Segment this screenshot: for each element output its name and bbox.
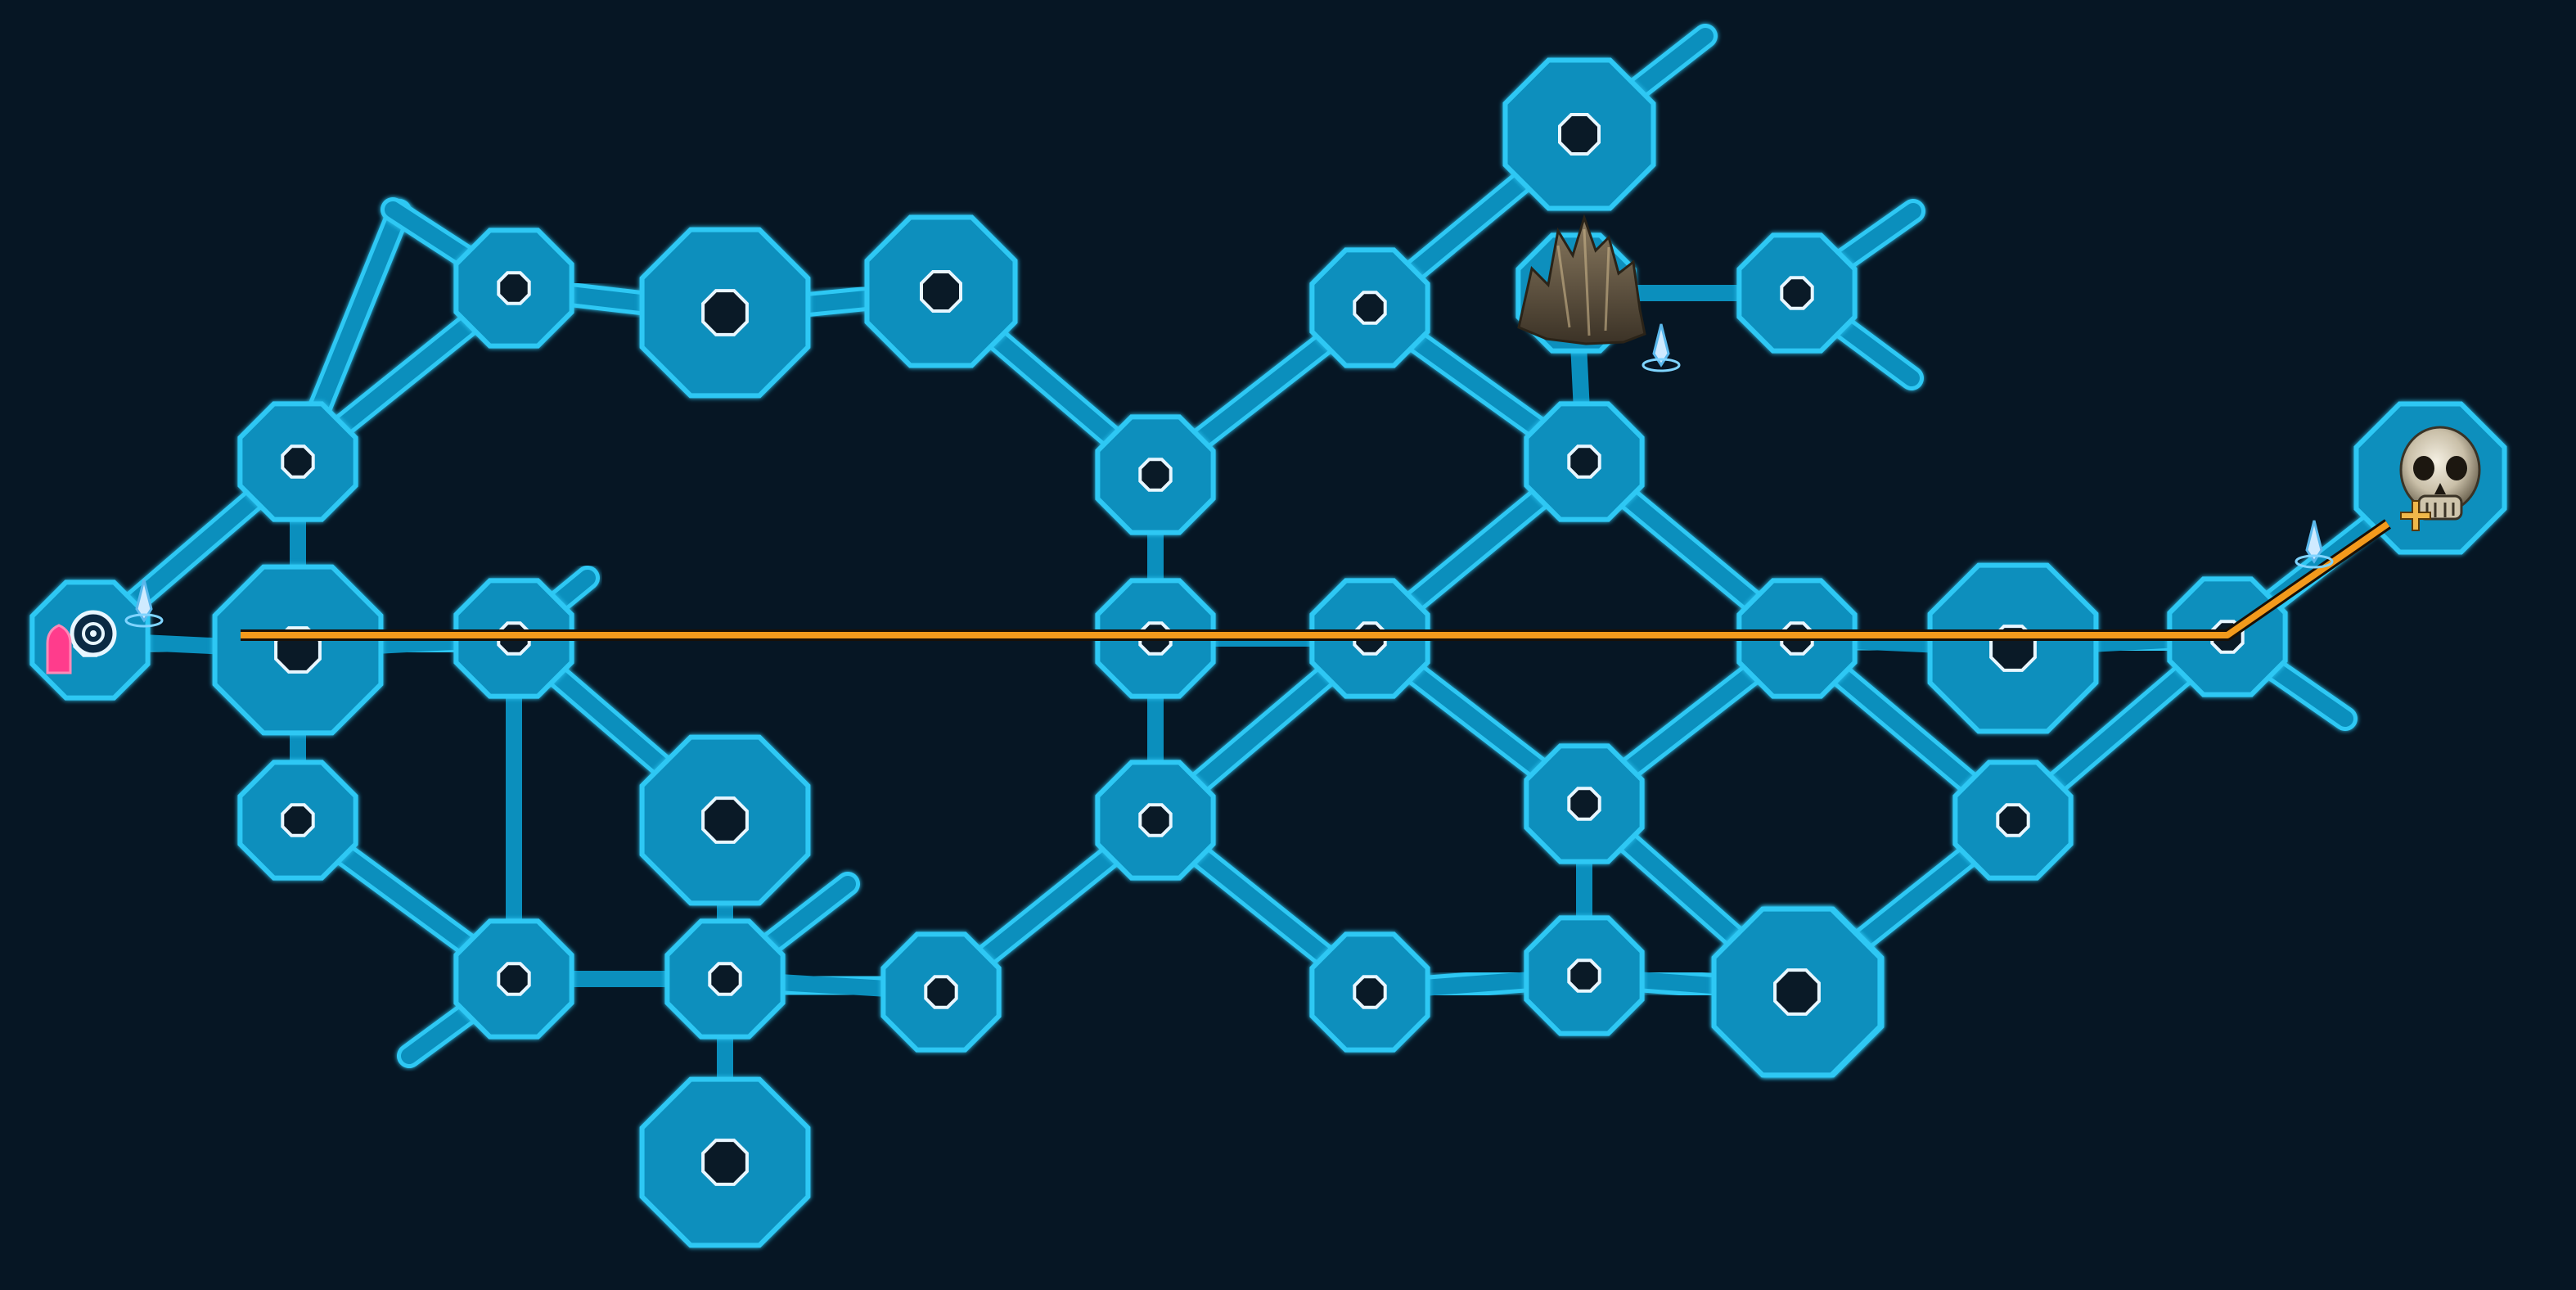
room-core [281, 803, 315, 837]
map-room[interactable] [639, 734, 811, 906]
room-core [1773, 968, 1821, 1016]
room-core [1353, 291, 1387, 325]
room-core [1353, 975, 1387, 1009]
room-core [497, 962, 531, 996]
room-core [1567, 444, 1601, 479]
map-room[interactable] [1524, 401, 1645, 522]
room-core [1138, 458, 1173, 492]
map-room[interactable] [1502, 57, 1656, 211]
map-room[interactable] [453, 918, 574, 1040]
map-room[interactable] [237, 760, 358, 881]
map-room[interactable] [1309, 931, 1430, 1053]
room-core [1996, 803, 2030, 837]
room-core [497, 271, 531, 305]
map-room[interactable] [880, 931, 1002, 1053]
map-room[interactable] [237, 401, 358, 522]
map-room[interactable] [1309, 247, 1430, 368]
room-core [701, 289, 749, 336]
map-room[interactable] [212, 564, 384, 736]
map-room[interactable] [1927, 562, 2099, 734]
room-core [1558, 113, 1601, 156]
boss-skull-icon[interactable] [2399, 426, 2481, 531]
room-core [281, 444, 315, 479]
marker-layer [46, 214, 2481, 674]
map-room[interactable] [1095, 760, 1216, 881]
map-room[interactable] [1524, 915, 1645, 1036]
room-core [701, 1139, 749, 1186]
route-layer [241, 519, 2391, 641]
room-core [701, 796, 749, 844]
map-room[interactable] [864, 214, 1018, 368]
player-location-icon[interactable] [46, 624, 72, 674]
map-room[interactable] [1524, 743, 1645, 864]
map-room[interactable] [639, 1076, 811, 1248]
room-core [1567, 787, 1601, 821]
map-room[interactable] [1736, 232, 1858, 354]
map-room[interactable] [453, 228, 574, 349]
rock-formation-icon [1517, 214, 1646, 345]
map-room[interactable] [639, 227, 811, 399]
route-line [241, 521, 2390, 638]
room-core [1567, 958, 1601, 993]
room-core [1780, 276, 1814, 310]
map-room[interactable] [1711, 906, 1883, 1078]
entrance-portal-icon[interactable] [70, 610, 117, 657]
room-core [1138, 803, 1173, 837]
room-core [920, 270, 962, 313]
room-core [924, 975, 958, 1009]
map-room[interactable] [1095, 414, 1216, 535]
waypoint-crystal-icon[interactable] [124, 579, 164, 628]
map-room[interactable] [664, 918, 786, 1040]
room-core [708, 962, 742, 996]
waypoint-crystal-icon[interactable] [1642, 323, 1681, 372]
map-room[interactable] [1952, 760, 2074, 881]
waypoint-crystal-icon[interactable] [2295, 520, 2334, 569]
